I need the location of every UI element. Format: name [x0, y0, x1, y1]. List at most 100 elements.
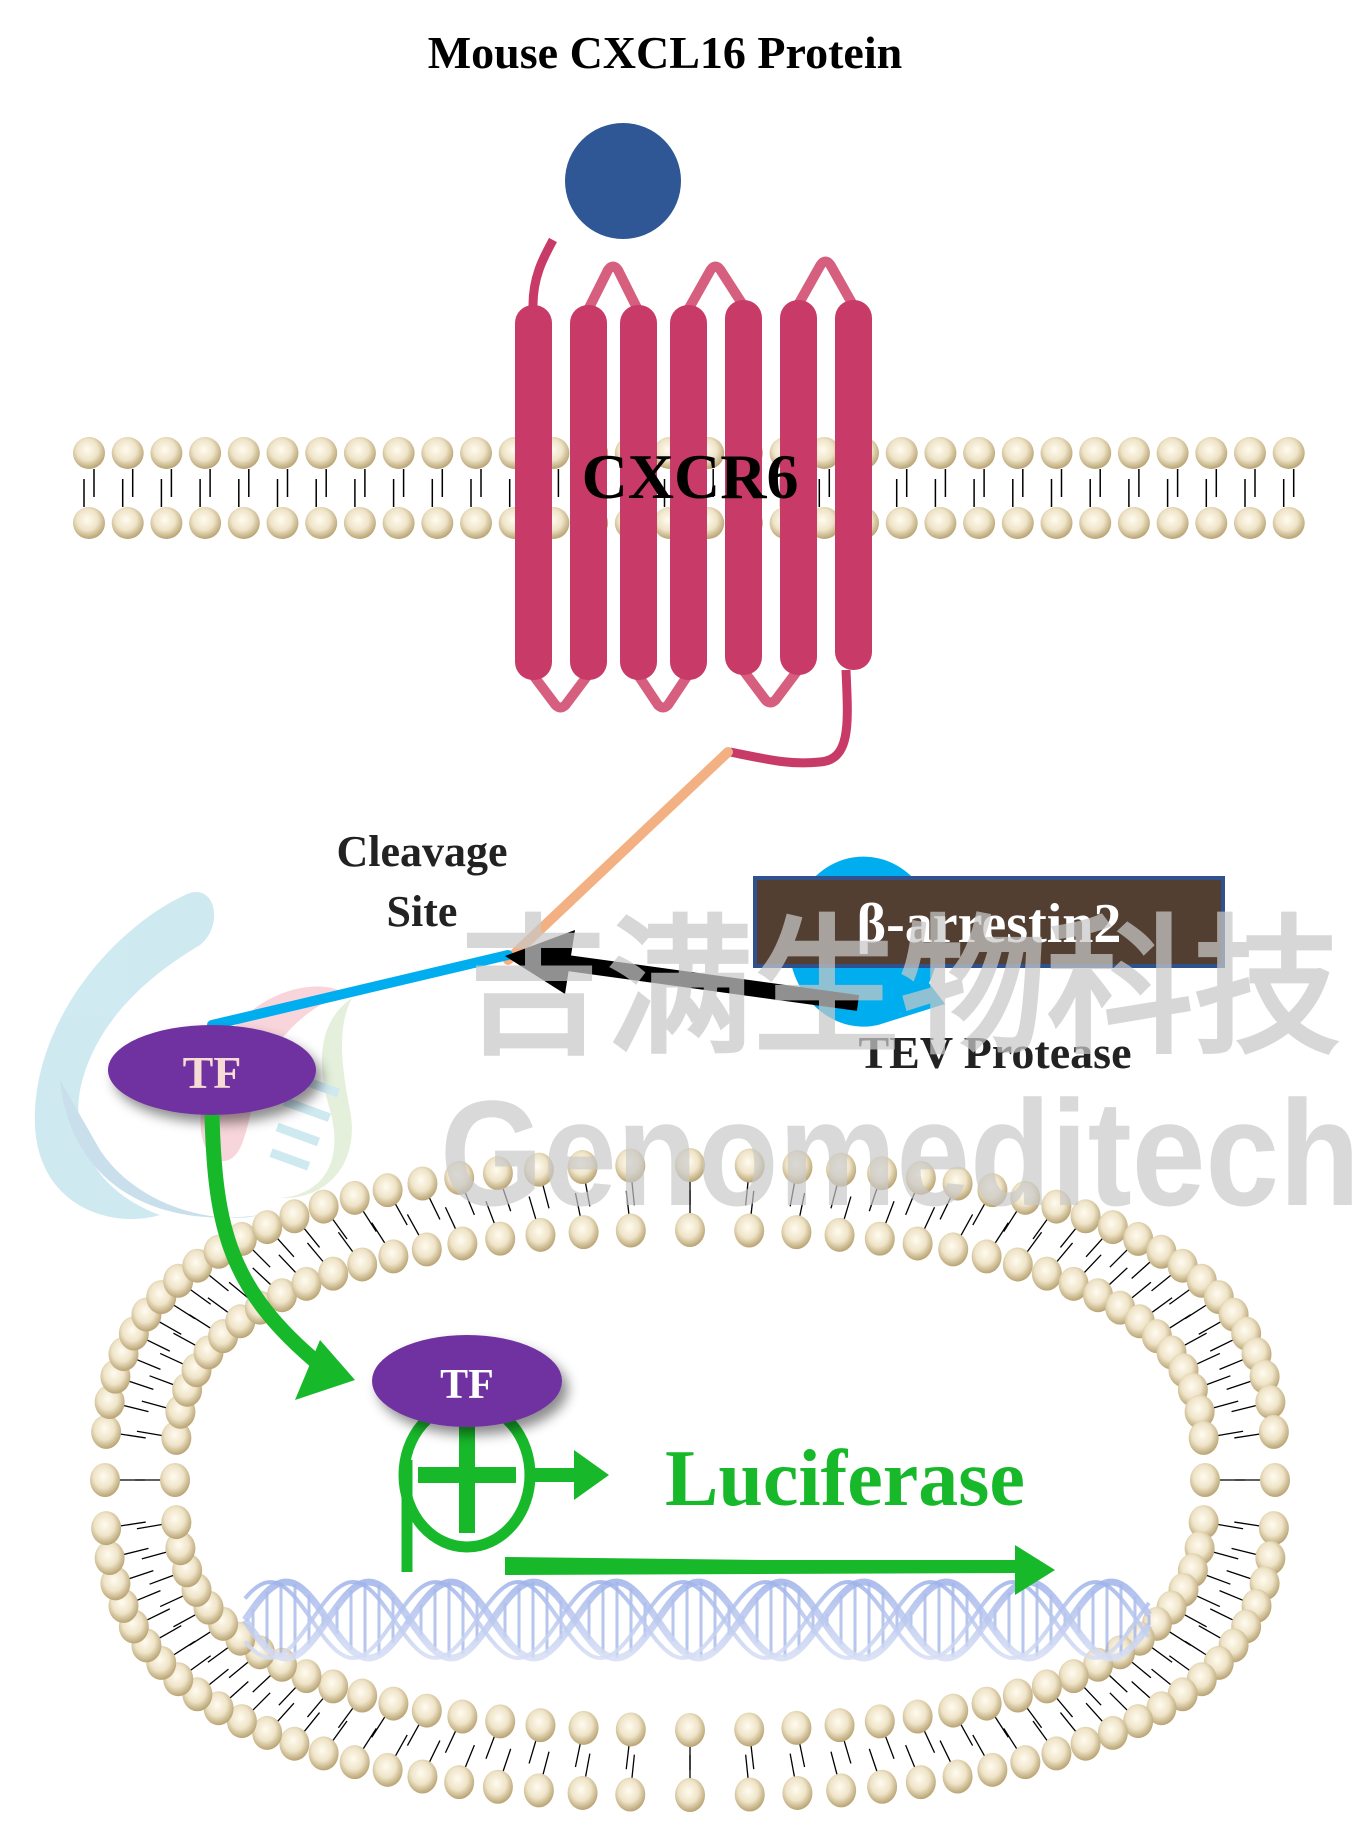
lipid-tail: [972, 1202, 987, 1226]
receptor-label: CXCR6: [582, 441, 799, 512]
lipid-tail: [1205, 1574, 1231, 1585]
lipid-tail: [1226, 1570, 1252, 1580]
lipid-tail: [830, 1751, 839, 1777]
lipid-head: [226, 1704, 257, 1739]
lipid-tail: [1032, 1720, 1049, 1743]
lipid-head: [318, 1256, 349, 1291]
lipid-head: [444, 1765, 475, 1800]
lipid-head: [1001, 507, 1034, 539]
lipid-tail: [1085, 1237, 1104, 1258]
lipid-head: [938, 1232, 969, 1267]
lipid-tail: [501, 1748, 512, 1774]
lipid-tail: [789, 1180, 796, 1207]
lipid-tail: [574, 1192, 582, 1219]
lipid-head: [1234, 437, 1266, 469]
lipid-head: [963, 507, 996, 539]
lipid-head: [160, 1463, 190, 1497]
lipid-tail: [1183, 1613, 1207, 1628]
lipid-head: [782, 1775, 813, 1810]
protease-label: TEV Protease: [859, 1027, 1132, 1078]
lipid-tail: [146, 1339, 171, 1352]
lipid-head: [1097, 1210, 1128, 1245]
lipid-head: [308, 1736, 339, 1771]
lipid-tail: [302, 1712, 321, 1734]
lipid-tail: [1168, 1314, 1192, 1330]
lipid-head: [826, 1773, 857, 1808]
lipid-head: [525, 1708, 556, 1743]
transcription-arrow: [505, 1545, 1055, 1595]
lipid-head: [615, 1712, 646, 1747]
lipid-tail: [750, 1190, 755, 1217]
cleavage-label-line1: Cleavage: [336, 827, 507, 876]
lipid-head: [1184, 1394, 1215, 1429]
lipid-tail: [1032, 1217, 1049, 1240]
watermark: 吉满生物科技 Genomeditech: [440, 904, 1360, 1237]
extracellular-loop: [583, 261, 643, 313]
lipid-tail: [1209, 1339, 1234, 1352]
lipid-tail: [842, 1196, 852, 1222]
lipid-head: [1002, 1678, 1033, 1713]
watermark-en: Genomeditech: [440, 1069, 1360, 1237]
lipid-head: [867, 1769, 898, 1804]
lipid-head: [305, 507, 338, 539]
lipid-head: [318, 1669, 349, 1704]
lipid-head: [1255, 1384, 1286, 1419]
tf-nucleus-label: TF: [440, 1362, 494, 1408]
lipid-tail: [922, 1728, 936, 1754]
lipid-head: [227, 437, 260, 469]
lipid-tail: [228, 1681, 249, 1700]
lipid-head: [421, 507, 454, 539]
lipid-head: [902, 1226, 933, 1261]
lipid-head: [161, 1420, 192, 1455]
lipid-head: [1117, 437, 1150, 469]
lipid-tail: [207, 1646, 230, 1663]
lipid-head: [675, 1148, 705, 1182]
lipid-tail: [939, 1195, 953, 1220]
lipid-head: [902, 1699, 933, 1734]
lipid-tail: [584, 1180, 591, 1207]
lipid-head: [1123, 1221, 1154, 1256]
lipid-head: [460, 507, 492, 539]
lipid-head: [523, 1152, 554, 1187]
lipid-head: [343, 507, 376, 539]
n-terminus-tail: [528, 237, 557, 385]
lipid-tail: [158, 1320, 182, 1335]
lipid-tail: [337, 1231, 355, 1254]
lipid-tail: [905, 1744, 917, 1770]
lipid-head: [1258, 1414, 1289, 1449]
transmembrane-helix: [570, 305, 607, 680]
transmembrane-helix: [620, 305, 657, 680]
lipid-tail: [136, 1523, 163, 1530]
lipid-head: [905, 1765, 936, 1800]
lipid-head: [305, 437, 338, 469]
lipid-head: [734, 1712, 765, 1747]
lipid-tail: [252, 1673, 273, 1693]
lipid-head: [615, 1213, 646, 1248]
lipid-tail: [631, 1754, 635, 1781]
lipid-tail: [251, 1248, 271, 1268]
lipid-tail: [1234, 1521, 1261, 1527]
lipid-tail: [361, 1209, 377, 1232]
lipid-tail: [842, 1738, 852, 1764]
watermark-cn: 吉满生物科技: [460, 904, 1340, 1072]
lipid-head: [1058, 1659, 1089, 1694]
lipid-head: [1272, 437, 1305, 469]
lipid-tail: [188, 1630, 212, 1646]
extracellular-loop: [683, 261, 748, 313]
lipid-tail: [959, 1722, 974, 1746]
lipid-head: [734, 1148, 765, 1183]
lipid-tail: [427, 1740, 441, 1765]
lipid-tail: [1131, 1681, 1152, 1700]
lipid-head: [150, 437, 183, 469]
lipid-head: [1258, 1511, 1289, 1546]
arrestin-label: β-arrestin2: [857, 893, 1122, 955]
lipid-head: [615, 1777, 646, 1812]
lipid-head: [150, 507, 183, 539]
tf-cytoplasm-label: TF: [183, 1047, 242, 1098]
lipid-tail: [1219, 1590, 1244, 1602]
lipid-head: [447, 1226, 478, 1261]
lipid-head: [378, 1686, 409, 1721]
lipid-head: [523, 1773, 554, 1808]
lipid-head: [826, 1152, 857, 1187]
lipid-tail: [798, 1192, 806, 1219]
